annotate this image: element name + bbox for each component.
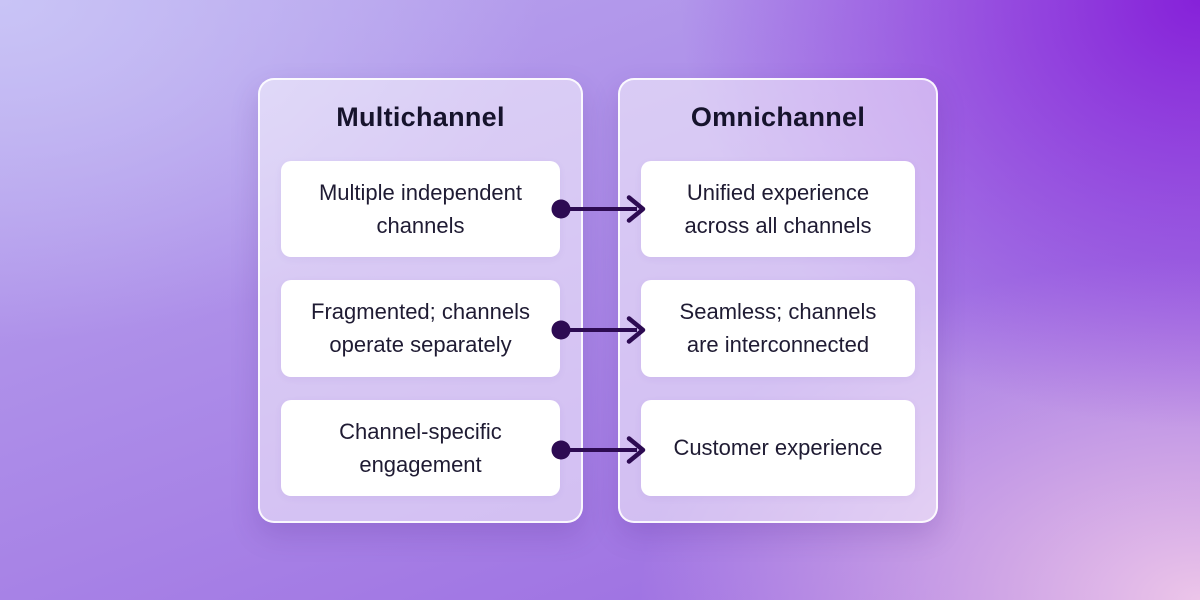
multichannel-panel-title: Multichannel <box>336 102 505 132</box>
arrow-right-icon <box>551 436 646 464</box>
omnichannel-panel-title: Omnichannel <box>690 102 866 132</box>
omnichannel-card-list: Unified experience across all channels S… <box>641 161 915 496</box>
card-channel-specific-engagement: Channel-specific engagement <box>281 399 560 496</box>
multichannel-panel: Multichannel Multiple independent channe… <box>258 78 583 523</box>
card-customer-experience: Customer experience <box>641 399 915 496</box>
card-fragmented-channels: Fragmented; channels operate separately <box>281 280 560 377</box>
card-multiple-independent-channels: Multiple independent channels <box>281 161 560 258</box>
arrow-right-icon <box>551 195 646 223</box>
omnichannel-panel: Omnichannel Unified experience across al… <box>618 78 938 523</box>
multichannel-card-list: Multiple independent channels Fragmented… <box>281 161 560 496</box>
card-unified-experience: Unified experience across all channels <box>641 161 915 258</box>
arrow-right-icon <box>551 316 646 344</box>
card-seamless-channels: Seamless; channels are interconnected <box>641 280 915 377</box>
